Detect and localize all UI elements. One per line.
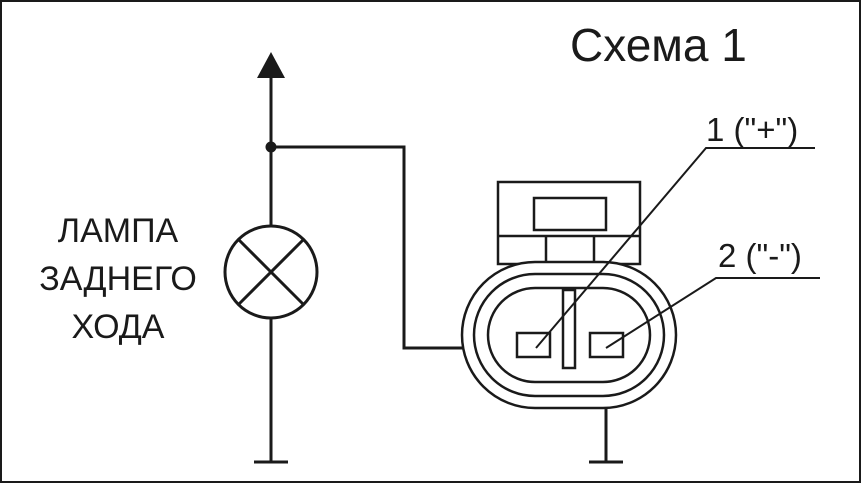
pin2-leader-line [605, 277, 820, 349]
lamp-label-line: ЗАДНЕГО [39, 260, 197, 298]
power-arrow-icon [257, 52, 285, 78]
pin1-leader-line [535, 147, 815, 349]
connector-icon [460, 180, 678, 410]
pin1-label: 1 ("+") [706, 111, 799, 148]
lamp-label-line: ЛАМПА [57, 212, 179, 250]
wire-to-pin1 [271, 145, 519, 350]
lamp-label-line: ХОДА [71, 308, 165, 346]
pin2-label: 2 ("-") [718, 237, 802, 274]
diagram-title: Схема 1 [570, 19, 747, 71]
lamp-icon [223, 224, 319, 320]
